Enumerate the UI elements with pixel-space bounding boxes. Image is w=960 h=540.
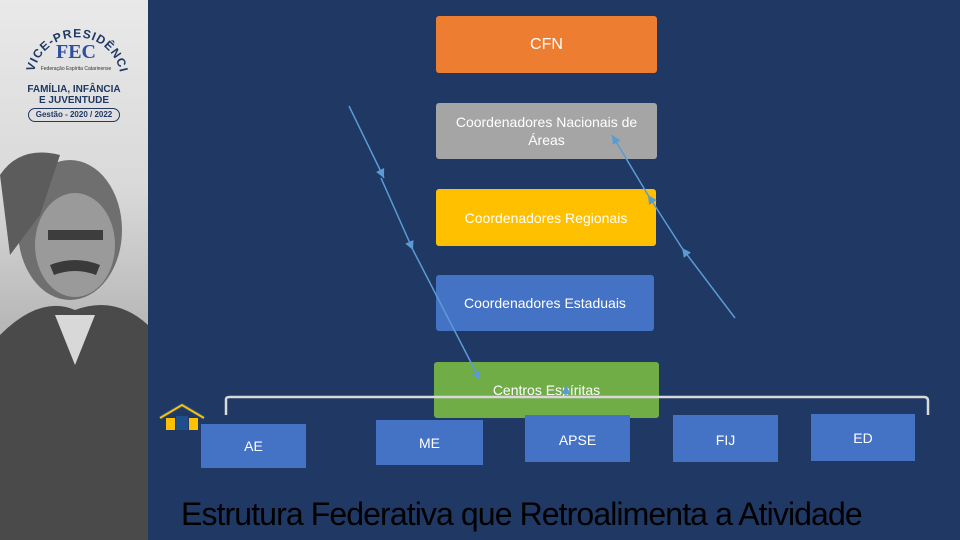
arrow-down-1: [349, 106, 384, 178]
house-icon: [160, 405, 204, 430]
arrow-up-2: [648, 195, 682, 248]
page-title: Estrutura Federativa que Retroalimenta a…: [181, 496, 941, 533]
bracket: [226, 397, 928, 415]
arrow-down-3: [413, 250, 480, 380]
arrow-up-1: [682, 248, 735, 318]
arrow-down-2: [381, 178, 413, 250]
arrow-up-3: [612, 135, 648, 195]
